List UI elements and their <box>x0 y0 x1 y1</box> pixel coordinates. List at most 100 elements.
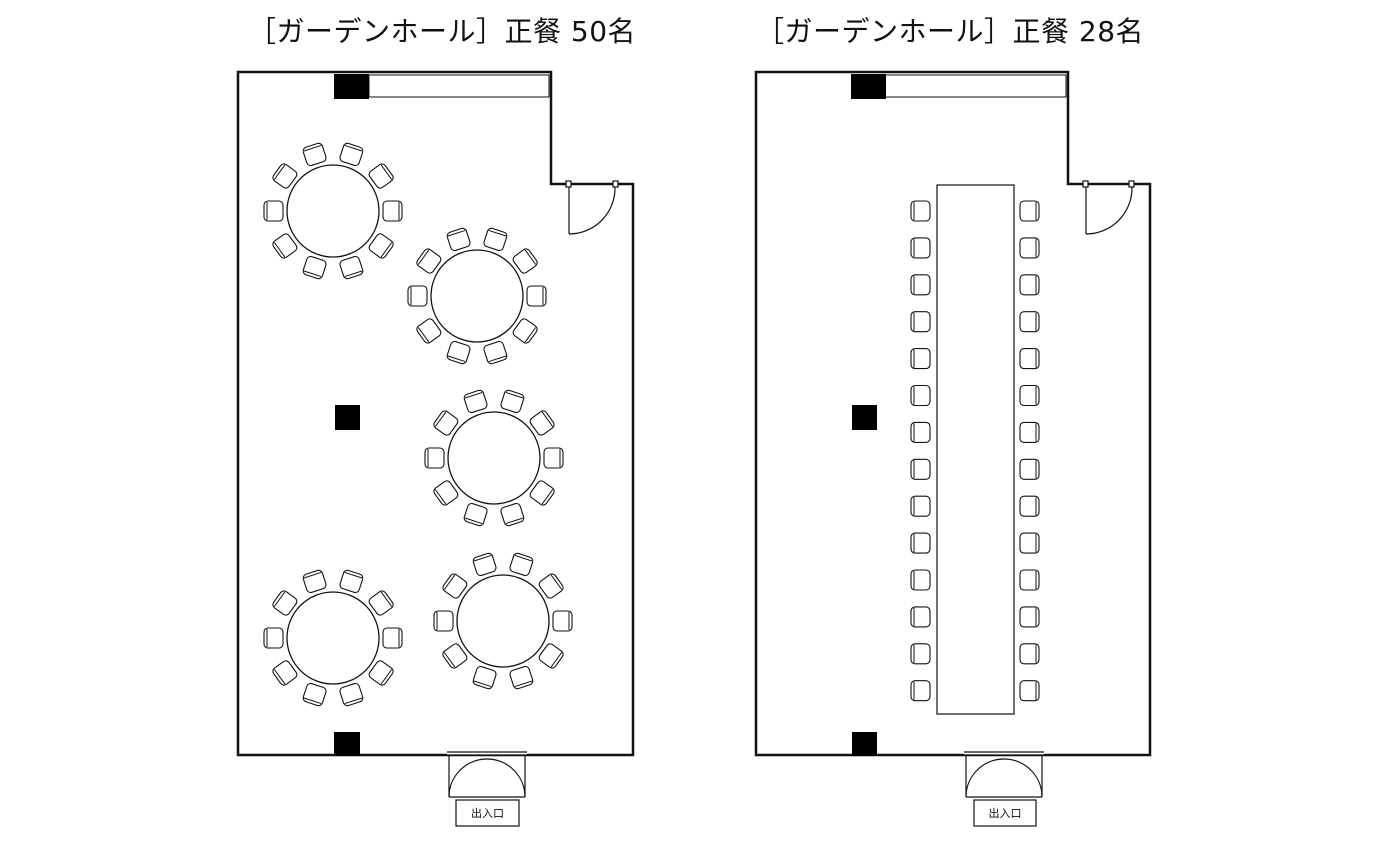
chair-right-row <box>1019 237 1040 259</box>
round-table-top <box>456 574 550 668</box>
chair <box>526 285 547 307</box>
left-floor-plan <box>236 70 635 827</box>
chair <box>472 552 497 577</box>
chair <box>272 590 298 616</box>
chair <box>463 502 488 527</box>
chair <box>463 389 488 414</box>
chair <box>302 255 327 280</box>
chair <box>500 389 525 414</box>
chair-right-row <box>1019 274 1040 296</box>
chair <box>416 318 442 344</box>
chair <box>446 227 471 252</box>
chair <box>538 643 564 669</box>
chair <box>302 569 327 594</box>
chair <box>263 627 284 649</box>
chair <box>416 248 442 274</box>
chair-left-row <box>910 458 931 480</box>
chair <box>272 233 298 259</box>
right-entrance-label-box <box>973 799 1037 827</box>
chair-left-row <box>910 200 931 222</box>
round-table-top <box>430 249 524 343</box>
right-side-door <box>1082 180 1135 235</box>
round-table <box>424 389 564 527</box>
chair <box>472 665 497 690</box>
chair-right-row <box>1019 458 1040 480</box>
chair-right-row <box>1019 643 1040 665</box>
right-long-table <box>936 184 1015 715</box>
chair-right-row <box>1019 348 1040 370</box>
left-pillar-bottom <box>334 732 360 756</box>
round-table <box>263 142 403 280</box>
chair <box>483 227 508 252</box>
chair-left-row <box>910 606 931 628</box>
chair <box>529 410 555 436</box>
chair-left-row <box>910 643 931 665</box>
right-chair-rows <box>910 200 1040 702</box>
chair <box>433 480 459 506</box>
round-table-top <box>286 591 380 685</box>
chair-left-row <box>910 569 931 591</box>
left-pillar-middle <box>335 405 360 430</box>
chair <box>382 200 403 222</box>
left-pillar-top <box>334 74 369 99</box>
right-pillar-top <box>851 74 886 99</box>
left-room-wall <box>236 70 635 757</box>
chair <box>552 610 573 632</box>
right-entrance <box>964 751 1044 827</box>
chair <box>368 590 394 616</box>
chair-left-row <box>910 532 931 554</box>
left-side-door <box>565 180 619 235</box>
chair-left-row <box>910 495 931 517</box>
chair-right-row <box>1019 680 1040 702</box>
chair <box>263 200 284 222</box>
chair <box>302 142 327 167</box>
right-floor-plan <box>754 70 1152 827</box>
chair <box>442 643 468 669</box>
chair <box>446 340 471 365</box>
chair-right-row <box>1019 495 1040 517</box>
left-round-tables <box>263 142 573 707</box>
chair-left-row <box>910 421 931 443</box>
chair <box>339 142 364 167</box>
chair-right-row <box>1019 384 1040 407</box>
chair <box>509 665 534 690</box>
chair-left-row <box>910 680 931 702</box>
chair-right-row <box>1019 421 1040 443</box>
right-pillar-middle <box>852 405 877 430</box>
left-plan-title: ［ガーデンホール］正餐 50名 <box>248 15 637 48</box>
chair <box>368 163 394 189</box>
chair <box>339 255 364 280</box>
right-pillar-bottom <box>852 732 877 756</box>
chair <box>509 552 534 577</box>
chair-left-row <box>910 311 931 333</box>
chair-left-row <box>910 274 931 296</box>
chair <box>272 163 298 189</box>
chair <box>529 480 555 506</box>
round-table-top <box>447 411 541 505</box>
chair <box>512 318 538 344</box>
right-stage-strip <box>884 74 1067 98</box>
chair <box>339 682 364 707</box>
chair <box>543 447 564 469</box>
round-table <box>263 569 403 707</box>
chair-right-row <box>1019 606 1040 628</box>
chair <box>433 410 459 436</box>
left-entrance-label-box <box>455 799 520 827</box>
round-table <box>407 227 547 365</box>
chair-left-row <box>910 237 931 259</box>
chair <box>302 682 327 707</box>
chair <box>272 660 298 686</box>
left-entrance-label: 出入口 <box>471 806 504 820</box>
chair-left-row <box>910 348 931 370</box>
chair <box>339 569 364 594</box>
chair <box>442 573 468 599</box>
chair <box>368 660 394 686</box>
chair-right-row <box>1019 311 1040 333</box>
chair <box>512 248 538 274</box>
left-entrance <box>447 751 527 827</box>
chair <box>433 610 454 632</box>
chair <box>500 502 525 527</box>
round-table <box>433 552 573 690</box>
right-entrance-label: 出入口 <box>989 806 1022 820</box>
